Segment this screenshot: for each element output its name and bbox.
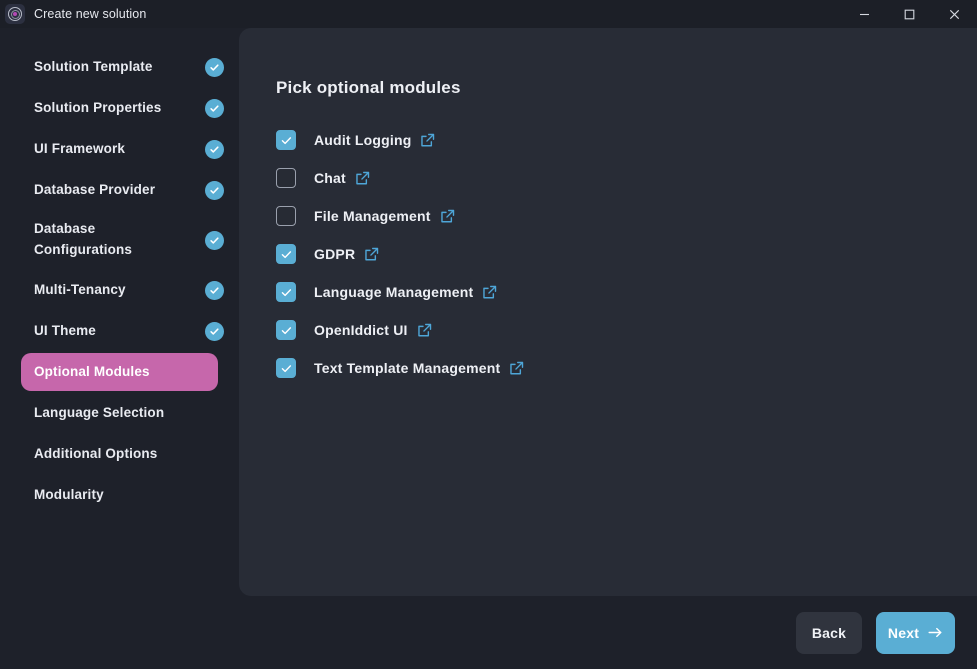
wizard-step-sidebar: Solution Template Solution Properties UI…	[0, 28, 239, 596]
checkbox-audit-logging[interactable]	[276, 130, 296, 150]
page-title: Pick optional modules	[276, 78, 461, 97]
back-button[interactable]: Back	[796, 611, 862, 654]
content-area: Pick optional modules Audit Logging	[239, 28, 977, 596]
logo-outer-ring	[8, 7, 22, 21]
close-icon[interactable]	[932, 0, 977, 28]
sidebar-item-solution-template[interactable]: Solution Template	[21, 48, 224, 86]
abp-logo-icon	[5, 4, 25, 24]
module-row-audit-logging: Audit Logging	[276, 121, 977, 159]
next-button[interactable]: Next	[876, 611, 955, 654]
external-link-icon[interactable]	[364, 247, 379, 262]
check-circle-icon	[205, 321, 224, 341]
sidebar-item-modularity[interactable]: Modularity	[21, 476, 218, 514]
logo-inner-ring	[10, 9, 20, 19]
check-circle-icon	[205, 280, 224, 300]
sidebar-item-label: Modularity	[34, 486, 104, 502]
sidebar-item-additional-options[interactable]: Additional Options	[21, 435, 218, 473]
next-button-label: Next	[887, 624, 920, 641]
window-titlebar: Create new solution	[0, 0, 977, 28]
titlebar-left-group: Create new solution	[0, 4, 842, 24]
module-label: Chat	[314, 170, 346, 186]
sidebar-item-ui-framework[interactable]: UI Framework	[21, 130, 224, 168]
external-link-icon[interactable]	[417, 323, 432, 338]
module-label: File Management	[314, 208, 431, 224]
module-row-chat: Chat	[276, 159, 977, 197]
module-label: OpenIddict UI	[314, 322, 408, 338]
external-link-icon[interactable]	[509, 361, 524, 376]
check-circle-icon	[205, 180, 224, 200]
optional-modules-list: Audit Logging Chat	[276, 121, 977, 387]
sidebar-item-language-selection[interactable]: Language Selection	[21, 394, 218, 432]
module-label: Text Template Management	[314, 360, 501, 376]
external-link-icon[interactable]	[482, 285, 497, 300]
maximize-icon[interactable]	[887, 0, 932, 28]
sidebar-item-label: UI Theme	[34, 322, 96, 338]
module-row-file-management: File Management	[276, 197, 977, 235]
sidebar-item-ui-theme[interactable]: UI Theme	[21, 312, 224, 350]
module-label: GDPR	[314, 246, 356, 262]
sidebar-item-optional-modules[interactable]: Optional Modules	[21, 353, 218, 391]
sidebar-item-label: Database Provider	[34, 181, 156, 197]
sidebar-item-label: Optional Modules	[34, 363, 150, 379]
check-circle-icon	[205, 57, 224, 77]
sidebar-item-label: Multi-Tenancy	[34, 281, 126, 297]
sidebar-item-database-configurations[interactable]: Database Configurations	[21, 212, 224, 268]
window-controls	[842, 0, 977, 28]
module-row-gdpr: GDPR	[276, 235, 977, 273]
sidebar-item-label: Database Configurations	[34, 221, 133, 257]
arrow-right-icon	[928, 626, 943, 639]
module-label: Audit Logging	[314, 132, 412, 148]
sidebar-item-label: Additional Options	[34, 445, 158, 461]
minimize-icon[interactable]	[842, 0, 887, 28]
sidebar-item-label: UI Framework	[34, 140, 126, 156]
window-title: Create new solution	[34, 7, 147, 21]
checkbox-language-management[interactable]	[276, 282, 296, 302]
sidebar-item-database-provider[interactable]: Database Provider	[21, 171, 224, 209]
check-circle-icon	[205, 98, 224, 118]
checkbox-gdpr[interactable]	[276, 244, 296, 264]
check-circle-icon	[205, 230, 224, 250]
optional-modules-panel: Pick optional modules Audit Logging	[239, 28, 977, 596]
logo-center-dot	[13, 12, 17, 16]
check-circle-icon	[205, 139, 224, 159]
checkbox-file-management[interactable]	[276, 206, 296, 226]
sidebar-item-label: Solution Template	[34, 58, 153, 74]
checkbox-chat[interactable]	[276, 168, 296, 188]
sidebar-item-solution-properties[interactable]: Solution Properties	[21, 89, 224, 127]
module-row-text-template-management: Text Template Management	[276, 349, 977, 387]
checkbox-openiddict-ui[interactable]	[276, 320, 296, 340]
checkbox-text-template-management[interactable]	[276, 358, 296, 378]
module-row-language-management: Language Management	[276, 273, 977, 311]
module-row-openiddict-ui: OpenIddict UI	[276, 311, 977, 349]
external-link-icon[interactable]	[355, 171, 370, 186]
sidebar-item-multi-tenancy[interactable]: Multi-Tenancy	[21, 271, 224, 309]
wizard-footer: Back Next	[0, 596, 977, 669]
window-body: Solution Template Solution Properties UI…	[0, 28, 977, 596]
sidebar-item-label: Solution Properties	[34, 99, 162, 115]
external-link-icon[interactable]	[420, 133, 435, 148]
module-label: Language Management	[314, 284, 474, 300]
external-link-icon[interactable]	[440, 209, 455, 224]
sidebar-item-label: Language Selection	[34, 404, 165, 420]
